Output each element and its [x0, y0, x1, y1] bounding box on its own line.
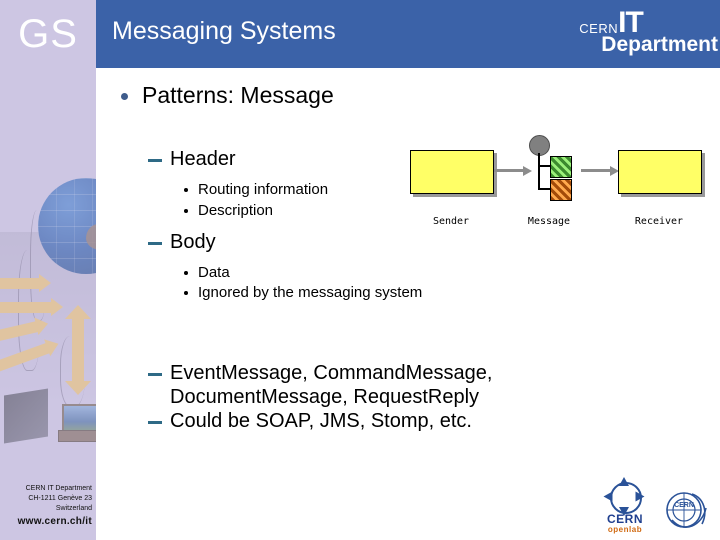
openlab-spike: [635, 491, 645, 502]
message-pattern-diagram: Sender Message Receiver: [406, 132, 712, 242]
bullet-text: Ignored by the messaging system: [198, 284, 423, 302]
bullet-level2-protocols: Could be SOAP, JMS, Stomp, etc.: [112, 409, 582, 433]
label-message: Message: [527, 216, 571, 227]
logo-cern-text: CERN: [579, 21, 619, 36]
logo-department-text: Department: [601, 33, 718, 56]
cern-ring-text: CERN: [674, 502, 694, 509]
openlab-spike: [619, 507, 629, 516]
footer-url[interactable]: www.cern.ch/it: [17, 516, 92, 528]
sender-node: [410, 150, 494, 194]
arrow-icon: [0, 298, 63, 316]
bullet-marker-dash: [148, 159, 162, 163]
gs-badge: GS: [18, 11, 78, 56]
message-body-block-icon: [550, 179, 572, 201]
footer-address-line-2: CH-1211 Genève 23: [28, 495, 92, 503]
bullet-text: Routing information: [198, 181, 329, 199]
bullet-text: EventMessage, CommandMessage, DocumentMe…: [170, 362, 493, 409]
message-stem: [538, 153, 540, 171]
bullet-level3-description: Description: [112, 201, 582, 221]
bullet-marker-dash: [148, 373, 162, 377]
server-block-icon: [4, 388, 48, 444]
openlab-network-icon: [602, 477, 648, 516]
message-branch-header: [538, 165, 550, 167]
bullet-text: Body: [170, 230, 216, 253]
bullet-marker-dot-small: [184, 270, 188, 275]
page-title: Messaging Systems: [112, 17, 336, 45]
sidebar-artwork: [0, 0, 96, 540]
footer-address-line-1: CERN IT Department: [25, 485, 92, 492]
bullet-marker-dot-small: [184, 188, 188, 193]
bullet-level2-body: Body: [112, 230, 582, 254]
bullet-level1: Patterns: Message: [112, 82, 582, 108]
bullet-marker-dash: [148, 421, 162, 425]
globe-landmass: [86, 224, 96, 250]
logo-it-text: IT: [618, 6, 644, 39]
bullet-level2-message-types: EventMessage, CommandMessage, DocumentMe…: [112, 361, 582, 409]
bullet-marker-dot-small: [184, 291, 188, 296]
cern-it-department-logo: CERN IT Department: [579, 6, 718, 56]
bullet-marker-dash: [148, 241, 162, 245]
arrow-sender-to-message-icon: [494, 165, 532, 176]
bullet-text: Description: [198, 201, 274, 219]
openlab-spike: [603, 491, 613, 502]
bullet-text: Patterns: Message: [142, 82, 334, 108]
arrow-message-to-receiver-icon: [581, 165, 619, 176]
double-arrow-icon: [65, 305, 91, 395]
footer-logos: CERN openlab CERN: [596, 477, 710, 534]
footer-address-line-3: Switzerland: [55, 505, 92, 513]
message-header-block-icon: [550, 156, 572, 178]
cern-openlab-logo: CERN openlab: [596, 477, 654, 534]
bullet-level3-data: Data: [112, 263, 582, 283]
bullet-marker-dot-small: [184, 208, 188, 213]
openlab-spike: [619, 477, 629, 486]
openlab-word-text: openlab: [607, 525, 643, 534]
bullet-text: Data: [198, 263, 230, 281]
decorative-sidebar: [0, 0, 96, 540]
laptop-base: [58, 430, 96, 442]
arrow-icon: [0, 274, 51, 292]
bullet-text: Header: [170, 148, 236, 171]
bullet-text: Could be SOAP, JMS, Stomp, etc.: [170, 410, 472, 433]
cern-ring-icon: CERN: [666, 492, 707, 528]
bullet-level3-ignored: Ignored by the messaging system: [112, 283, 582, 303]
openlab-cern-text: CERN: [606, 512, 643, 526]
receiver-node: [618, 150, 702, 194]
message-branch-body: [538, 188, 550, 190]
label-sender: Sender: [432, 216, 470, 227]
cern-ring-logo: CERN: [662, 490, 710, 534]
bullet-marker-dot: [121, 93, 128, 100]
message-branch-spine: [538, 165, 540, 190]
bullet-level2-header: Header: [112, 147, 582, 171]
label-receiver: Receiver: [634, 216, 684, 227]
bullet-level3-routing: Routing information: [112, 180, 582, 200]
title-bar: Messaging Systems CERN IT Department: [96, 0, 720, 68]
slide-content: Patterns: Message Header Routing informa…: [96, 68, 720, 540]
footer-address: CERN IT Department CH-1211 Genève 23 Swi…: [0, 484, 92, 530]
bullet-list: Patterns: Message Header Routing informa…: [112, 82, 582, 433]
